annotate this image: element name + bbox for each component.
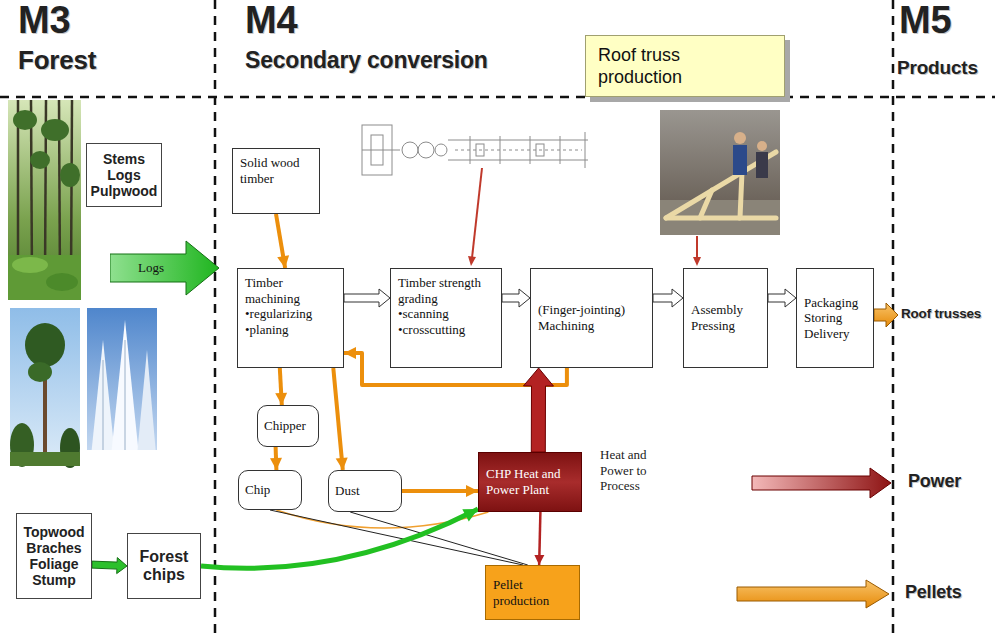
title-box: Roof truss production [585, 35, 785, 97]
plant-box: Pellet production [485, 565, 580, 620]
note-text: Heat and Power to Process [600, 447, 680, 494]
connector [502, 289, 530, 307]
node-text: Timber machining [245, 275, 336, 306]
connector-line [201, 509, 478, 568]
arrow-body [502, 289, 530, 307]
connector [201, 509, 478, 568]
node-text: Chip [245, 482, 295, 498]
node-text: Pellet production [493, 577, 572, 608]
byproduct-box: Chipper [257, 405, 319, 447]
process-box: Assembly Pressing [683, 268, 768, 368]
process-box: Timber machining•regularizing•planing [237, 268, 344, 368]
product-arrow [737, 580, 889, 608]
node-text: •planing [245, 322, 336, 338]
section-title: Secondary conversion [245, 48, 488, 73]
node-text: Timber strength grading [398, 275, 494, 306]
arrow-body [524, 368, 554, 452]
byproduct-box: Dust [328, 470, 402, 512]
arrow-head [462, 509, 478, 522]
connector-line [270, 510, 523, 565]
node-text: CHP Heat and Power Plant [486, 466, 574, 497]
process-box: Packaging Storing Delivery [796, 268, 874, 368]
connector [270, 510, 523, 565]
byproduct-box: Chip [238, 470, 302, 510]
product-name: Pellets [905, 583, 962, 603]
source-box: Topwood Braches Foliage Stump [16, 513, 92, 599]
arrow-head [466, 485, 478, 497]
product-arrow [752, 468, 891, 498]
pine-photo [10, 308, 80, 468]
connector [653, 289, 683, 307]
connector-line [350, 512, 528, 565]
node-text: Topwood Braches Foliage Stump [20, 524, 88, 588]
arrow-body [344, 289, 390, 307]
snow-forest-photo [87, 308, 157, 466]
arrow-head [534, 555, 544, 565]
connector [333, 368, 347, 470]
pointer-arrow [468, 168, 482, 266]
node-text: Chipper [264, 418, 312, 434]
node-text: Logs [138, 260, 220, 276]
product-arrow [874, 303, 898, 327]
connector [276, 214, 289, 268]
arrow-body [110, 241, 219, 295]
arrow-head [344, 347, 356, 359]
pointer-arrow [693, 236, 701, 266]
source-box: Forest chips [127, 533, 201, 599]
node-text: •scanning [398, 306, 494, 322]
input-box: Solid wood timber [232, 148, 320, 214]
connector [275, 368, 287, 405]
section-title: Products [897, 58, 978, 79]
connector [344, 289, 390, 307]
connector [270, 447, 282, 470]
node-text: Packaging Storing Delivery [804, 295, 866, 342]
section-number: M3 [18, 0, 70, 42]
node-text: •crosscutting [398, 322, 494, 338]
node-text: Roof truss production [598, 44, 748, 89]
connector [402, 485, 478, 497]
node-text: Dust [335, 483, 395, 499]
arrow-shape [110, 240, 220, 296]
node-text: •regularizing [245, 306, 336, 322]
connector-line [333, 368, 343, 470]
connector [92, 558, 127, 574]
node-text: Forest chips [131, 548, 197, 585]
arrow-body [768, 289, 796, 307]
machine-sketch [362, 125, 588, 175]
arrow-body [653, 289, 683, 307]
connector [524, 368, 554, 452]
section-title: Forest [18, 46, 96, 75]
connector [534, 512, 544, 565]
node-text: (Finger-jointing) Machining [538, 302, 645, 333]
arrow-head [275, 393, 287, 405]
process-box: (Finger-jointing) Machining [530, 268, 653, 368]
forest-photo [8, 100, 81, 300]
node-text: Assembly Pressing [691, 302, 760, 333]
section-number: M4 [245, 0, 297, 42]
arrow-body [92, 558, 127, 574]
process-box: Timber strength grading•scanning•crosscu… [390, 268, 502, 368]
source-box: Stems Logs Pulpwood [86, 143, 162, 207]
section-number: M5 [899, 0, 951, 42]
connector [350, 512, 528, 565]
input-arrow: Logs [110, 240, 220, 296]
arrow-head [277, 255, 289, 268]
product-name: Power [908, 472, 961, 492]
plant-box: CHP Heat and Power Plant [478, 452, 582, 512]
node-text: Solid wood timber [240, 155, 312, 186]
arrow-head [336, 458, 348, 471]
truss-photo [660, 110, 780, 235]
node-text: Stems Logs Pulpwood [90, 151, 158, 199]
connector [768, 289, 796, 307]
product-name: Roof trusses [901, 307, 991, 322]
arrow-head [270, 458, 282, 470]
